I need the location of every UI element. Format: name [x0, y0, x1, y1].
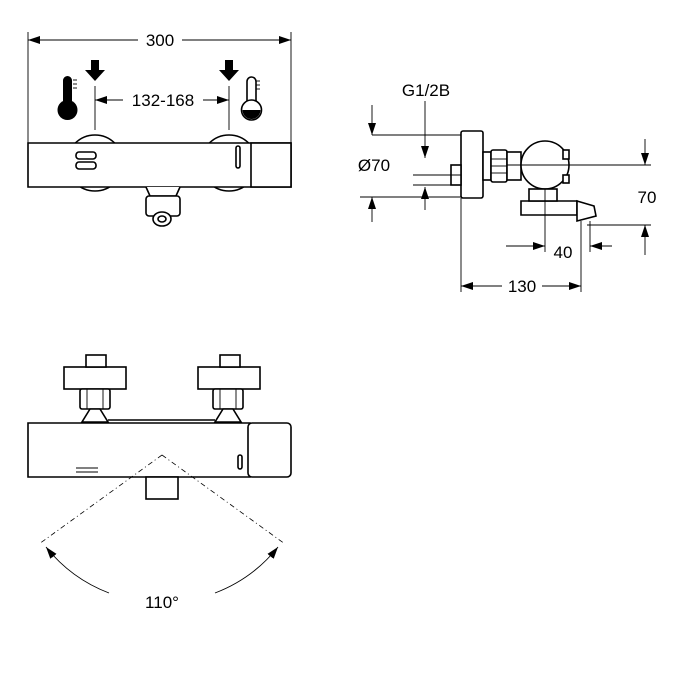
- arrow-down-icon: [85, 60, 105, 81]
- mixer-body-top: [27, 422, 251, 478]
- diameter-label: Ø70: [358, 156, 390, 175]
- thread-label: G1/2B: [402, 81, 450, 100]
- diameter-dimension: Ø70: [358, 105, 461, 222]
- height-dimension: 70: [587, 139, 656, 255]
- front-view: 300 132-168: [27, 31, 292, 227]
- centers-label: 132-168: [132, 91, 194, 110]
- width-label: 300: [146, 31, 174, 50]
- height-label: 70: [638, 188, 657, 207]
- spout-label: 40: [554, 243, 573, 262]
- depth-dimension: 130: [460, 198, 582, 296]
- angle-label: 110°: [145, 593, 179, 612]
- arrow-down-icon: [219, 60, 239, 81]
- thermometer-hot-icon: [240, 76, 263, 121]
- width-dimension: 300: [27, 31, 292, 145]
- top-view: 110°: [27, 354, 292, 612]
- thread-dimension: G1/2B: [372, 81, 461, 158]
- side-view: G1/2B Ø70 70 40: [358, 81, 657, 296]
- centers-dimension: 132-168: [94, 86, 230, 130]
- spout-dimension: 40: [506, 189, 612, 262]
- depth-label: 130: [508, 277, 536, 296]
- thermometer-cold-icon: [57, 76, 78, 120]
